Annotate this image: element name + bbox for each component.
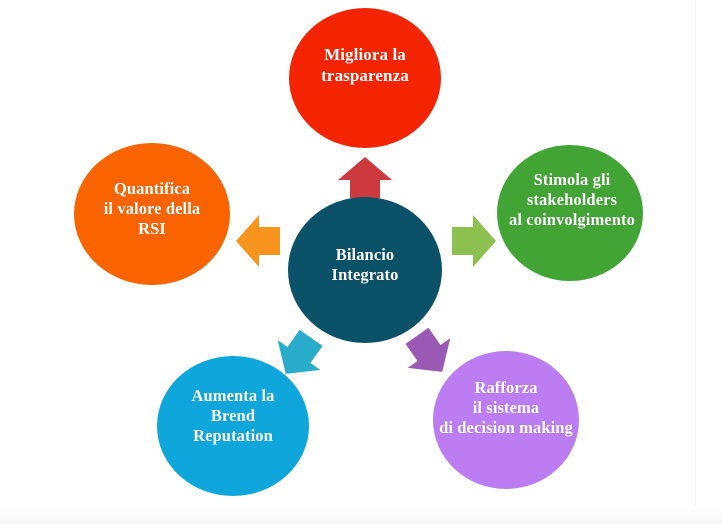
arrow-down-left-to-bottom-left-node	[277, 329, 323, 374]
arrow-down-right-icon	[405, 327, 451, 372]
arrow-left-icon	[236, 215, 280, 267]
node-bottom-left-aumenta-la-brend-reputation[interactable]	[157, 356, 309, 496]
arrow-up-icon	[338, 157, 392, 198]
arrow-down-right-to-bottom-right-node	[405, 327, 451, 372]
node-bottom-right-rafforza-il-sistema[interactable]	[433, 351, 579, 489]
arrow-right-to-right-node	[452, 215, 496, 267]
arrow-up-to-top-node	[338, 157, 392, 198]
arrow-left-to-left-node	[236, 215, 280, 267]
panel-bottom-edge	[0, 505, 722, 524]
node-top-migliora-la-trasparenza[interactable]	[289, 8, 441, 148]
arrow-right-icon	[452, 215, 496, 267]
node-right-stimola-gli-stakeholders[interactable]	[497, 145, 643, 281]
arrow-down-left-icon	[277, 329, 323, 374]
node-left-quantifica-il-valore-della-rsi[interactable]	[74, 143, 230, 285]
panel-edge-divider	[695, 0, 696, 505]
node-center-bilancio-integrato[interactable]	[288, 197, 442, 343]
